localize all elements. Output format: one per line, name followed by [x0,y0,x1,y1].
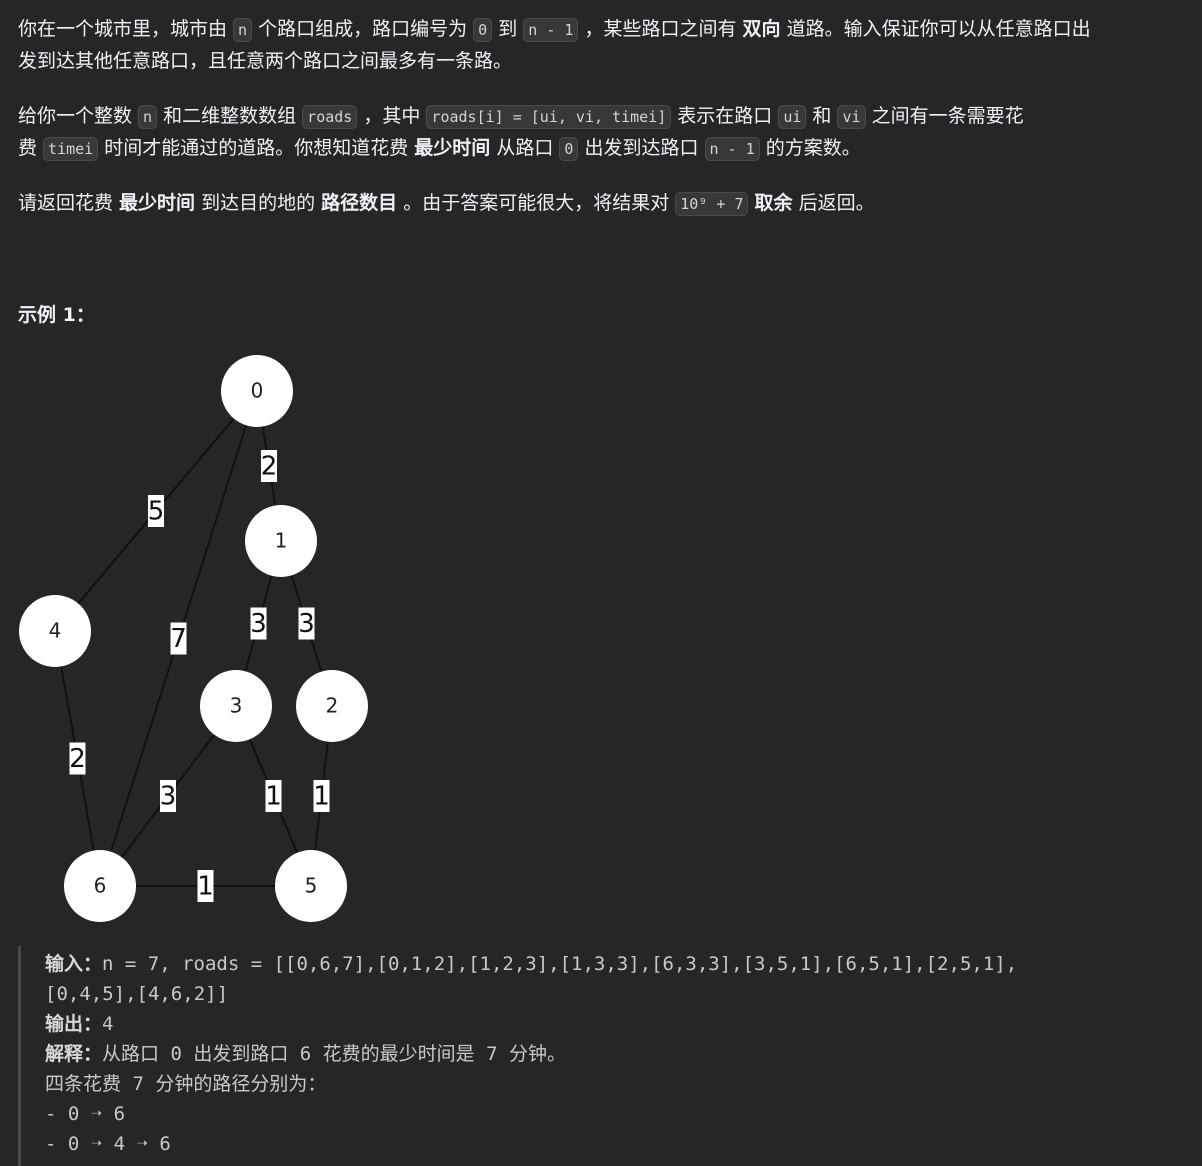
problem-paragraph-1: 你在一个城市里，城市由 n 个路口组成，路口编号为 0 到 n - 1 ，某些路… [18,14,1198,77]
p3-text: 后返回。 [792,192,875,214]
p2-text: 出发到达路口 [578,137,705,159]
p1-text: 你在一个城市里，城市由 [18,18,234,40]
inline-code: 0 [473,18,493,42]
node-label: 3 [230,694,243,718]
input-label: 输入： [45,953,103,975]
inline-code: timei [43,137,99,161]
bold-text: 取余 [754,192,793,214]
inline-code: n [138,105,158,129]
bold-text: 最少时间 [414,137,491,159]
p3-text: 。由于答案可能很大，将结果对 [397,192,676,214]
node-0 [221,355,293,427]
p1-text: ，某些路口之间有 [578,18,743,40]
inline-code: n - 1 [704,137,760,161]
graph-diagram: 7 2 3 3 3 1 1 1 5 2 0 1 2 3 4 5 6 [19,355,368,922]
node-6 [64,850,136,922]
p2-text: 之间有一条需要花 [865,105,1024,127]
edge-weight-label: 3 [250,609,267,639]
node-label: 4 [49,619,62,643]
explain-value: 从路口 0 出发到路口 6 花费的最少时间是 7 分钟。 [102,1043,566,1065]
node-5 [275,850,347,922]
p2-text: 费 [18,137,44,159]
p2-text: 表示在路口 [671,105,779,127]
p3-text: 到达目的地的 [195,192,322,214]
edge-weight-bg [250,607,267,640]
p1-text: 到 [492,18,524,40]
edge-weight-bg [197,870,214,902]
bold-text: 最少时间 [119,192,196,214]
edge-weight-bg [261,450,277,482]
bold-text: 双向 [742,18,781,40]
p2-text: 从路口 [490,137,560,159]
inline-code: ui [778,105,807,129]
explain-line: 四条花费 7 分钟的路径分别为： [45,1073,327,1095]
inline-code: roads [302,105,358,129]
edge-weight-label: 1 [265,782,282,812]
node-3 [200,670,272,742]
edge-weight-label: 3 [298,609,315,639]
input-value: n = 7, roads = [[0,6,7],[0,1,2],[1,2,3],… [102,953,1018,975]
p1-text: 发到达其他任意路口，且任意两个路口之间最多有一条路。 [18,50,513,72]
output-value: 4 [102,1013,114,1035]
p3-text: 请返回花费 [18,192,120,214]
edge-weight-bg [298,607,315,640]
inline-code: n [233,18,253,42]
inline-code: vi [837,105,866,129]
edge-weight-label: 1 [197,872,214,902]
bold-text: 路径数目 [321,192,398,214]
problem-paragraph-3: 请返回花费 最少时间 到达目的地的 路径数目 。由于答案可能很大，将结果对 10… [18,188,1198,220]
inline-code: roads[i] = [ui, vi, timei] [426,105,672,129]
example-box: 输入：n = 7, roads = [[0,6,7],[0,1,2],[1,2,… [18,946,1188,1166]
p2-text: 给你一个整数 [18,105,139,127]
p1-text: 道路。输入保证你可以从任意路口出 [780,18,1091,40]
path-line: - 0 ➝ 4 ➝ 6 [45,1133,171,1155]
edge-weight-label: 2 [69,744,86,774]
output-label: 输出： [45,1013,103,1035]
edge-weight-bg [313,780,330,812]
p1-text: 个路口组成，路口编号为 [252,18,474,40]
p2-text: 和二维整数数组 [157,105,303,127]
edge-weight-label: 7 [170,624,187,654]
node-label: 1 [275,529,288,553]
explain-label: 解释： [45,1043,103,1065]
node-label: 5 [305,874,318,898]
p2-text: 的方案数。 [759,137,861,159]
p2-text: 时间才能通过的道路。你想知道花费 [98,137,415,159]
edge-weight-label: 2 [261,452,278,482]
problem-paragraph-2: 给你一个整数 n 和二维整数数组 roads ，其中 roads[i] = [u… [18,101,1198,165]
inline-code: 0 [559,137,579,161]
path-line: - 0 ➝ 6 [45,1103,126,1125]
input-value-cont: [0,4,5],[4,6,2]] [45,983,229,1005]
node-4 [19,595,91,667]
node-2 [296,670,368,742]
node-1 [245,505,317,577]
edge-weight-label: 5 [148,497,165,527]
edge-weight-bg [170,622,187,655]
edge-weight-bg [148,495,164,527]
p2-text: 和 [806,105,838,127]
edge-weight-label: 1 [313,782,330,812]
edge-weight-label: 3 [160,782,177,812]
edge-weight-bg [160,780,176,812]
example-title: 示例 1： [18,304,95,326]
node-label: 0 [251,379,264,403]
node-label: 6 [94,874,107,898]
edge-weight-bg [69,742,86,775]
inline-code: n - 1 [523,18,579,42]
p2-text: ，其中 [357,105,427,127]
node-label: 2 [326,694,339,718]
inline-code: 10⁹ + 7 [675,192,749,216]
edge-weight-bg [265,780,282,812]
